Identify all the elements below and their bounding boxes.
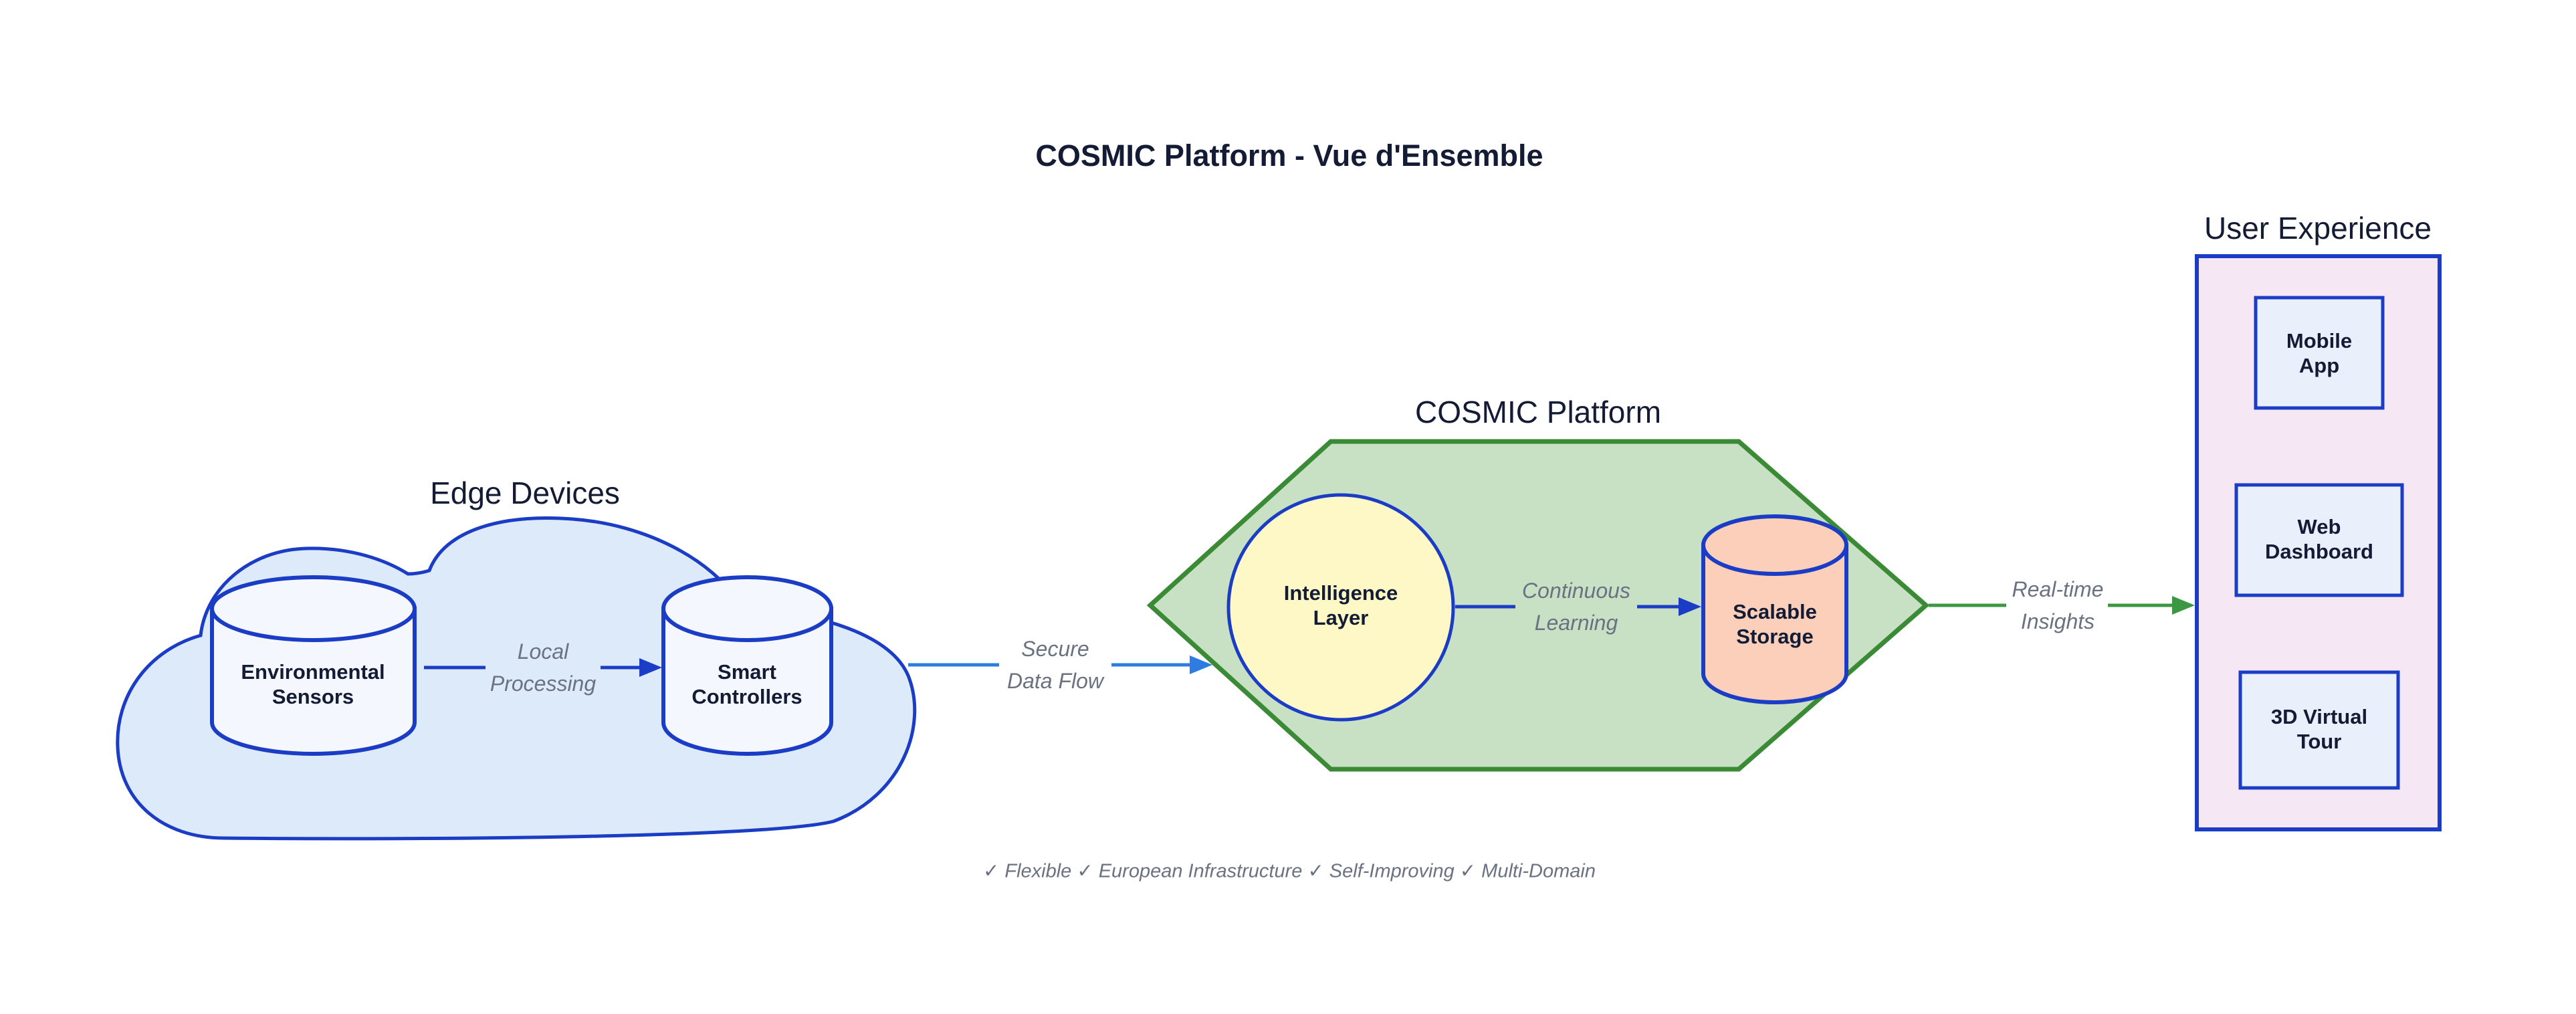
virtual-tour-label: 3D Virtual Tour bbox=[2270, 704, 2368, 753]
environmental-sensors-cylinder bbox=[210, 575, 417, 756]
scalable-storage-cylinder bbox=[1701, 514, 1848, 704]
user-experience-group-label: User Experience bbox=[2204, 211, 2432, 245]
continuous-learning-arrow bbox=[1455, 597, 1701, 616]
diagram-title: COSMIC Platform - Vue d'Ensemble bbox=[1035, 138, 1543, 173]
intelligence-layer-label: Intelligence Layer bbox=[1283, 581, 1398, 629]
scalable-storage-label: Scalable Storage bbox=[1733, 599, 1817, 648]
local-processing-edge-label: Local Processing bbox=[490, 639, 597, 696]
mobile-app-box bbox=[2254, 296, 2385, 410]
local-processing-arrow bbox=[424, 658, 662, 677]
continuous-learning-edge-label: Continuous Learning bbox=[1522, 579, 1630, 635]
mobile-app-label: Mobile App bbox=[2286, 328, 2353, 377]
environmental-sensors-label: Environmental Sensors bbox=[241, 660, 385, 708]
secure-data-flow-arrow bbox=[908, 655, 1212, 674]
edge-devices-group-label: Edge Devices bbox=[430, 476, 620, 510]
realtime-insights-arrow bbox=[1929, 596, 2195, 615]
secure-data-flow-edge-label: Secure Data Flow bbox=[1006, 637, 1104, 693]
web-dashboard-label: Web Dashboard bbox=[2265, 514, 2373, 563]
feature-checklist: ✓ Flexible ✓ European Infrastructure ✓ S… bbox=[983, 860, 1596, 882]
web-dashboard-box bbox=[2234, 483, 2404, 597]
smart-controllers-label: Smart Controllers bbox=[691, 660, 802, 708]
realtime-insights-edge-label: Real-time Insights bbox=[2012, 577, 2104, 633]
cosmic-platform-group-label: COSMIC Platform bbox=[1414, 395, 1662, 429]
smart-controllers-cylinder bbox=[661, 575, 833, 756]
virtual-tour-box bbox=[2238, 670, 2400, 790]
intelligence-layer-circle bbox=[1226, 493, 1455, 722]
